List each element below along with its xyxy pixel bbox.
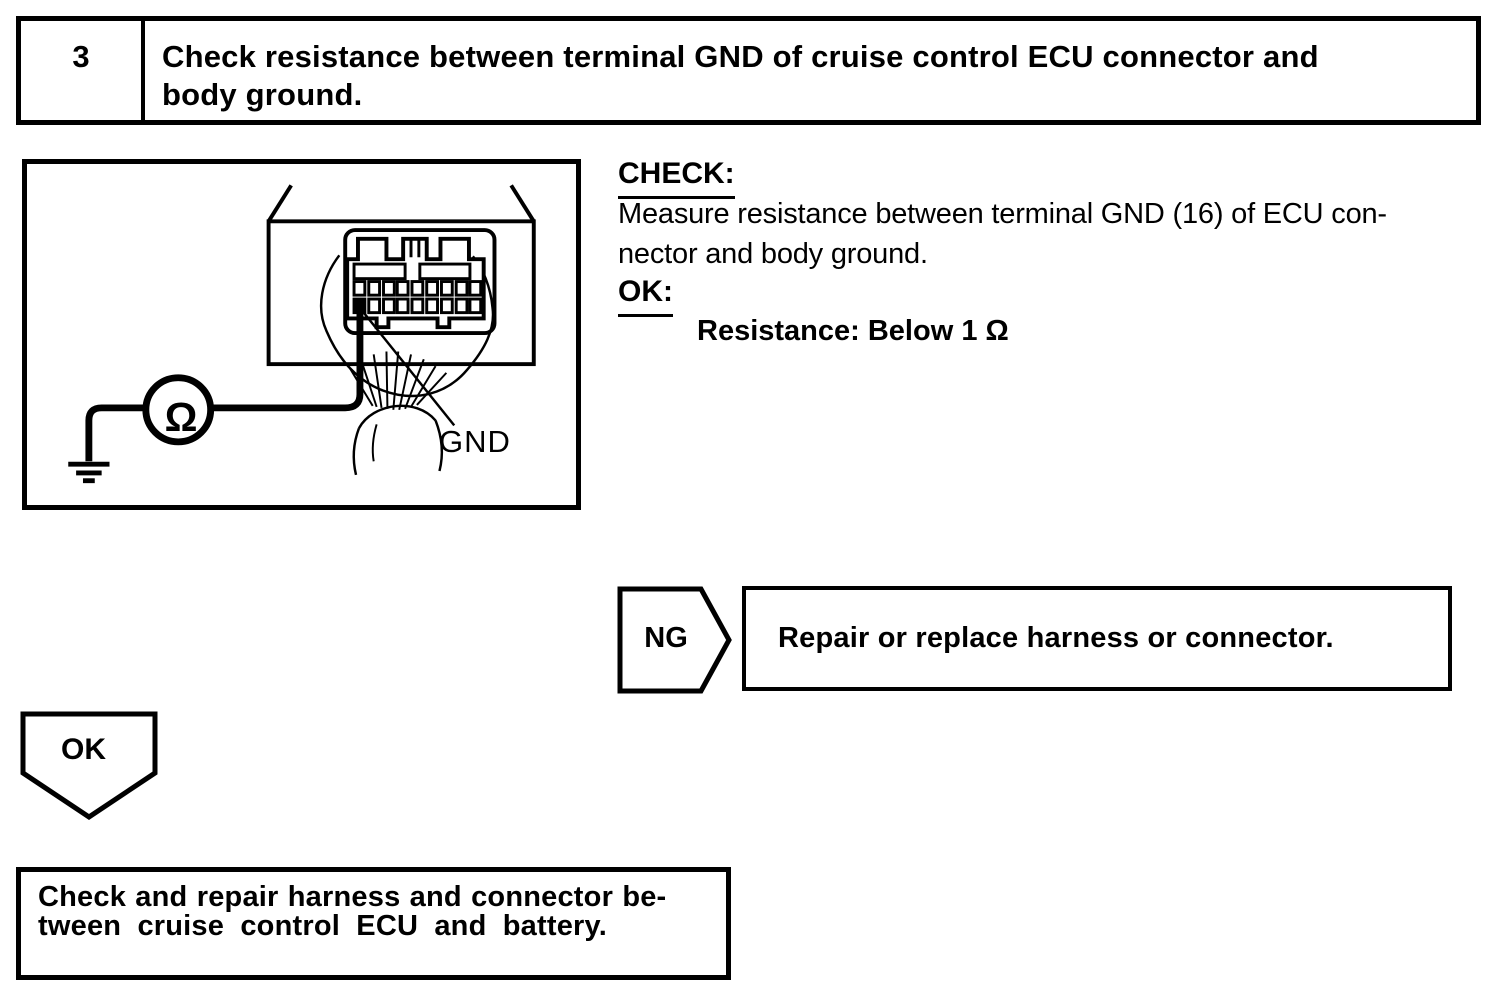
ok-pentagon-shape [20,711,158,821]
wire-strand-fan-drawing [348,351,448,476]
ecu-connector-drawing [345,236,486,330]
step-number: 3 [21,21,145,120]
harness-loop-drawing [319,254,495,398]
ok-label: OK [61,733,106,766]
result-line1: Check and repair harness and connector b… [38,881,667,913]
check-body-line1: Measure resistance between terminal GND … [618,198,1387,230]
gnd-pin-label: GND [439,424,511,459]
result-box: Check and repair harness and connector b… [16,867,731,980]
ng-label: NG [644,622,688,654]
result-line2: tween cruise control ECU and battery. [38,910,607,942]
ng-action-box: Repair or replace harness or connector. [742,586,1452,691]
step-title: Check resistance between terminal GND of… [145,21,1476,120]
test-lead-wire-drawing [85,309,364,462]
step-title-line1: Check resistance between terminal GND of… [162,39,1319,74]
check-body-line2: nector and body ground. [618,238,928,270]
resistance-spec: Resistance: Below 1 Ω [697,315,1009,347]
circuit-diagram-drawing [68,184,536,484]
ground-symbol-icon [68,461,110,484]
ohmmeter-circle [142,374,215,446]
gnd-leader-line [361,310,456,427]
ng-action-text: Repair or replace harness or connector. [778,622,1334,654]
ng-pentagon-shape [617,586,732,694]
ng-pentagon: NG [617,586,732,694]
step-title-line2: body ground. [162,77,363,112]
step-header-box: 3 Check resistance between terminal GND … [16,16,1481,125]
check-heading: CHECK: [618,157,735,199]
ohmmeter-symbol: Ω [164,394,198,440]
diagram-figure: Ω GND [22,159,581,510]
ok-heading: OK: [618,275,673,317]
ok-pentagon: OK [20,711,158,821]
